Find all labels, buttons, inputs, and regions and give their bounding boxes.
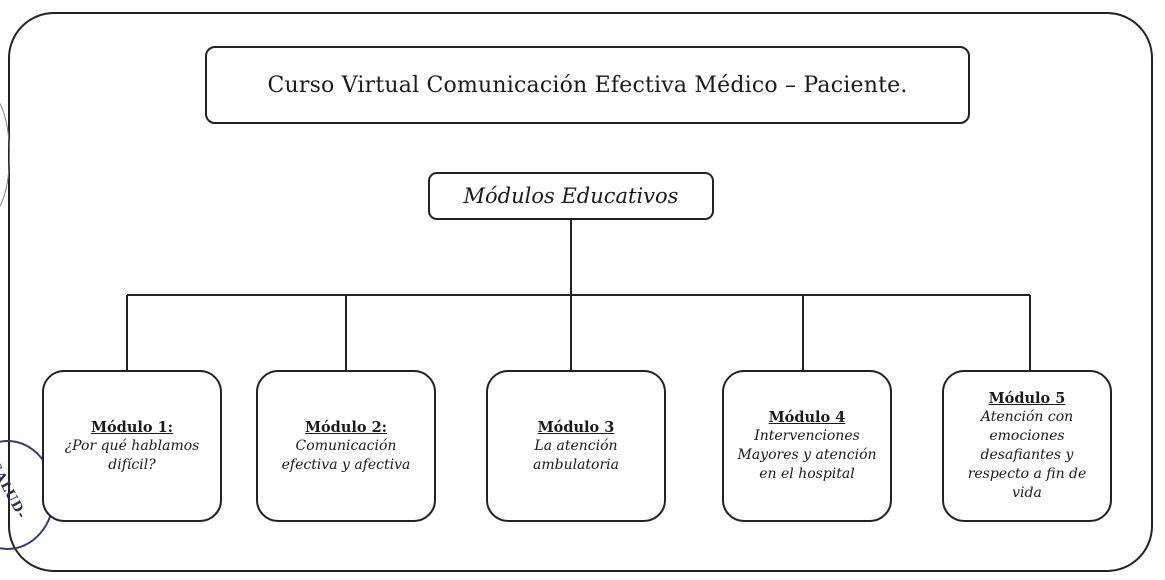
module-2-description: Comunicación efectiva y afectiva <box>281 437 411 473</box>
module-1-box: Módulo 1: ¿Por qué hablamos difícil? <box>42 370 222 522</box>
module-5-box: Módulo 5 Atención con emociones desafian… <box>942 370 1112 522</box>
module-3-box: Módulo 3 La atención ambulatoria <box>486 370 666 522</box>
module-4-description: Intervenciones Mayores y atención en el … <box>737 428 877 482</box>
module-1-title: Módulo 1: <box>90 418 174 436</box>
module-5-title: Módulo 5 <box>988 390 1066 407</box>
modules-heading-box: Módulos Educativos <box>428 172 714 220</box>
outer-frame <box>8 12 1153 572</box>
module-3-title: Módulo 3 <box>537 418 615 436</box>
course-title: Curso Virtual Comunicación Efectiva Médi… <box>267 72 908 98</box>
module-2-title: Módulo 2: <box>304 418 388 436</box>
module-4-box: Módulo 4 Intervenciones Mayores y atenci… <box>722 370 892 522</box>
module-3-description: La atención ambulatoria <box>533 437 619 473</box>
module-4-title: Módulo 4 <box>768 409 846 426</box>
course-title-box: Curso Virtual Comunicación Efectiva Médi… <box>205 46 970 124</box>
module-5-description: Atención con emociones desafiantes y res… <box>967 409 1087 501</box>
module-1-description: ¿Por qué hablamos difícil? <box>64 437 200 473</box>
module-2-box: Módulo 2: Comunicación efectiva y afecti… <box>256 370 436 522</box>
modules-heading: Módulos Educativos <box>463 184 679 208</box>
